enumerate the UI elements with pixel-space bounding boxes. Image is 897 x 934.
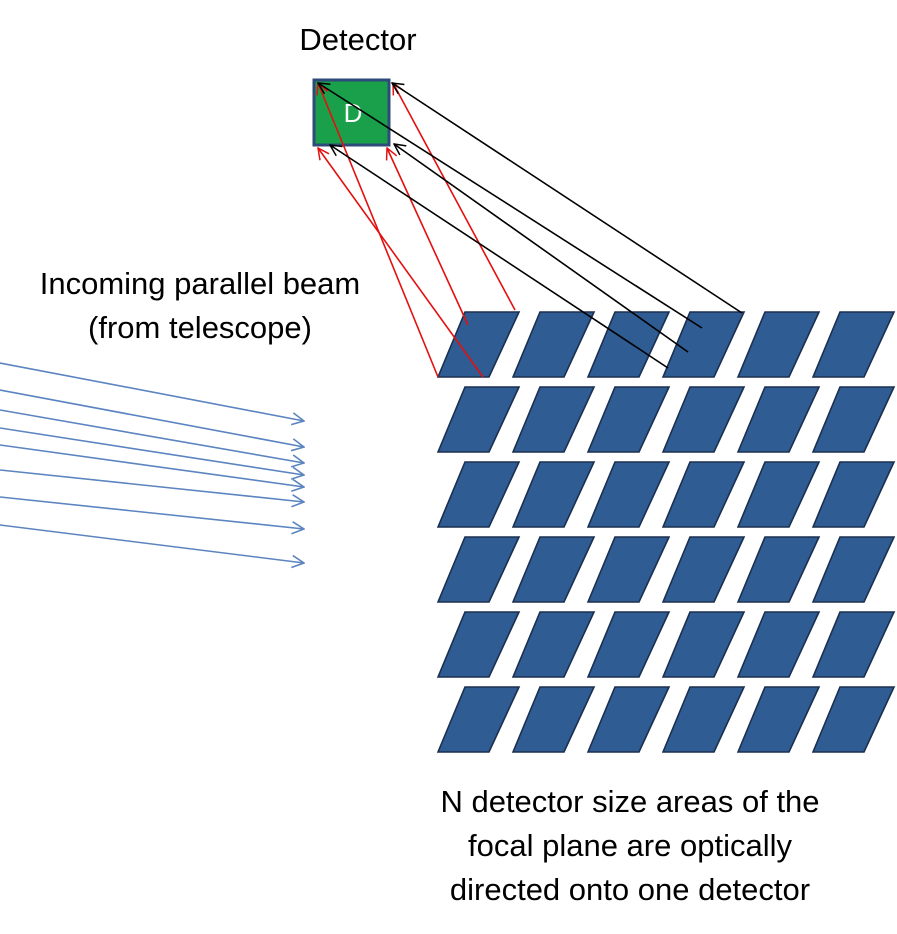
- beam-ray: [0, 427, 304, 475]
- red-ray: [387, 148, 469, 326]
- focal-plane-tile: [436, 311, 521, 378]
- focal-plane-tile: [661, 611, 746, 678]
- beam-label-line2: (from telescope): [88, 310, 312, 345]
- caption-line1: N detector size areas of the: [440, 784, 820, 819]
- black-ray: [392, 83, 743, 314]
- focal-plane-tile: [811, 311, 896, 378]
- focal-plane-tile: [811, 461, 896, 528]
- red-ray: [393, 83, 516, 311]
- black-ray: [318, 83, 703, 329]
- focal-plane-tile: [661, 536, 746, 603]
- focal-plane-tile: [736, 611, 821, 678]
- focal-plane-tile: [811, 386, 896, 453]
- focal-plane-tile: [736, 311, 821, 378]
- focal-plane-tile: [661, 686, 746, 753]
- beam-ray: [0, 444, 304, 487]
- caption: N detector size areas of the focal plane…: [400, 780, 860, 912]
- detector-title: Detector: [299, 22, 417, 57]
- focal-plane-tile: [661, 386, 746, 453]
- focal-plane-tile: [436, 461, 521, 528]
- focal-plane-tile: [736, 686, 821, 753]
- focal-plane-tile: [436, 611, 521, 678]
- focal-plane-tile: [511, 461, 596, 528]
- focal-plane-tile: [736, 536, 821, 603]
- focal-plane-tile: [511, 686, 596, 753]
- focal-plane-tile: [436, 386, 521, 453]
- focal-plane-tile: [811, 686, 896, 753]
- focal-plane-tile: [736, 386, 821, 453]
- beam-ray: [0, 469, 304, 502]
- focal-plane-tile: [586, 386, 671, 453]
- focal-plane-tile: [436, 536, 521, 603]
- focal-plane-grid: [436, 311, 896, 753]
- focal-plane-tile: [586, 611, 671, 678]
- focal-plane-tile: [586, 686, 671, 753]
- focal-plane-tile: [511, 536, 596, 603]
- focal-plane-tile: [511, 386, 596, 453]
- focal-plane-tile: [736, 461, 821, 528]
- black-ray: [394, 144, 689, 353]
- beam-label: Incoming parallel beam (from telescope): [10, 262, 390, 350]
- focal-plane-tile: [811, 611, 896, 678]
- beam-ray: [0, 524, 304, 563]
- beam-label-line1: Incoming parallel beam: [39, 266, 361, 301]
- focal-plane-tile: [661, 461, 746, 528]
- focal-plane-tile: [586, 536, 671, 603]
- focal-plane-tile: [436, 686, 521, 753]
- black-directed-rays: [318, 83, 743, 369]
- focal-plane-tile: [661, 311, 746, 378]
- red-directed-rays: [318, 83, 516, 378]
- beam-ray: [0, 389, 304, 447]
- focal-plane-tile: [811, 536, 896, 603]
- detector-box-letter: D: [344, 98, 363, 128]
- caption-line2: focal plane are optically: [468, 828, 792, 863]
- beam-ray: [0, 362, 304, 421]
- focal-plane-tile: [511, 611, 596, 678]
- focal-plane-tile: [586, 311, 671, 378]
- focal-plane-tile: [586, 461, 671, 528]
- beam-ray: [0, 409, 304, 463]
- incoming-beam-rays: [0, 362, 304, 563]
- caption-line3: directed onto one detector: [449, 872, 811, 907]
- black-ray: [330, 145, 669, 369]
- detector-box: D: [312, 78, 391, 147]
- beam-ray: [0, 496, 304, 529]
- focal-plane-tile: [511, 311, 596, 378]
- red-ray: [318, 148, 484, 378]
